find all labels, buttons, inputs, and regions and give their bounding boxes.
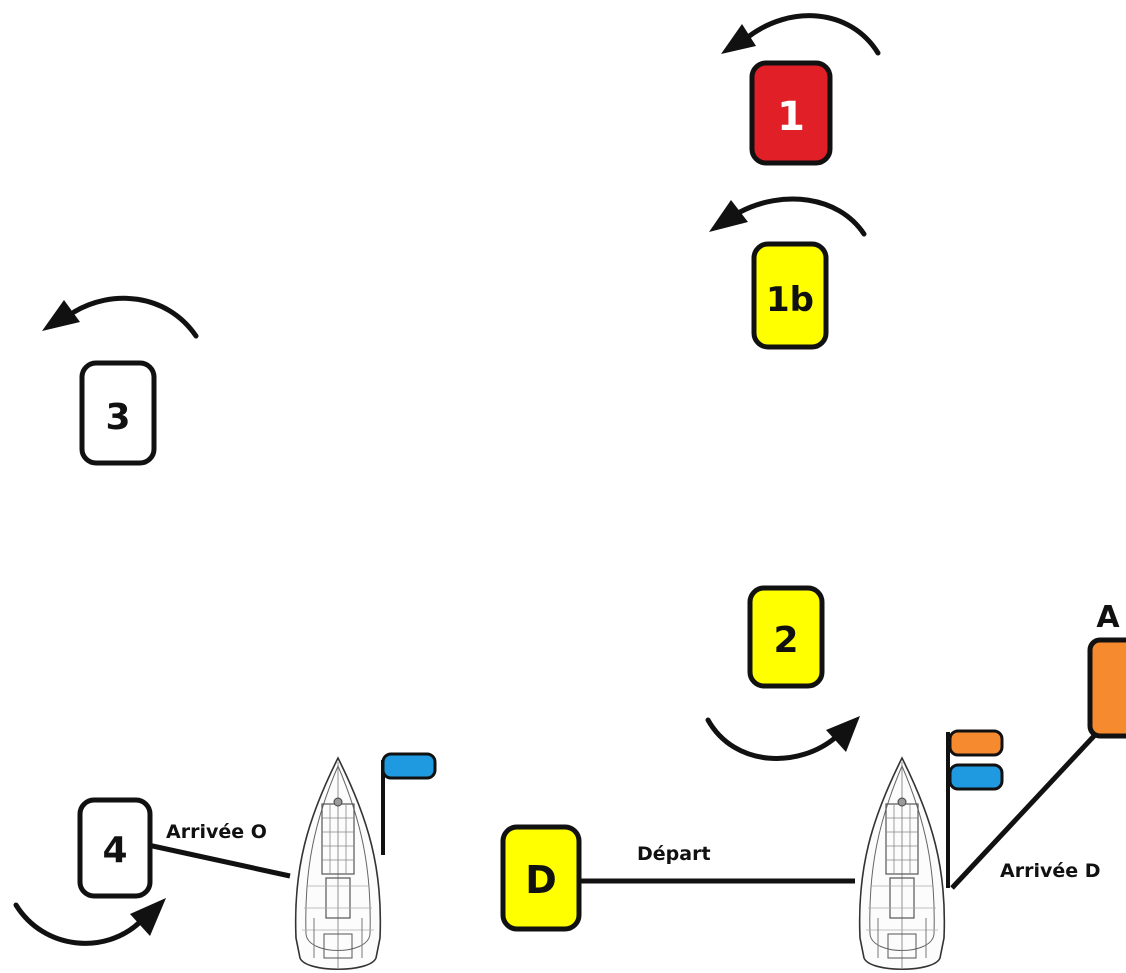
mark-4-body: [77, 797, 153, 899]
finish-line-d: [950, 734, 1096, 890]
label-arrivee-o: Arrivée O: [166, 821, 267, 843]
mark-1b: 1b: [751, 241, 829, 350]
committee-boat-left: [294, 757, 382, 971]
curved-arrow-icon: [709, 200, 748, 232]
flag-icon: [381, 752, 437, 780]
committee-boat-right: [858, 757, 946, 971]
mark-a-label: A: [1096, 600, 1120, 635]
rounding-arrow-mark-2: [705, 716, 860, 761]
mark-d-label: D: [525, 858, 557, 902]
mark-1-body: [749, 60, 833, 166]
mark-4: 4: [77, 797, 153, 899]
mark-2: 2: [747, 585, 825, 689]
sailboat-icon: [294, 757, 382, 971]
curved-arrow-icon: [826, 716, 860, 752]
mark-d: D: [500, 824, 582, 932]
flag-left: [381, 752, 437, 855]
mark-3: 3: [79, 360, 157, 466]
flag-icon: [948, 763, 1004, 791]
mark-1: 1: [749, 60, 833, 166]
rounding-arrow-mark-1b: [709, 196, 867, 237]
flag-icon: [948, 729, 1004, 757]
mark-2-label: 2: [773, 620, 798, 661]
curved-arrow-icon: [721, 24, 756, 54]
curved-arrow-icon: [42, 300, 80, 331]
mark-a: A: [1087, 600, 1126, 739]
mark-3-body: [79, 360, 157, 466]
rounding-arrow-mark-4: [13, 898, 166, 946]
mark-3-label: 3: [105, 397, 130, 438]
curved-arrow-icon: [130, 898, 166, 936]
mark-2-body: [747, 585, 825, 689]
finish-line-o: [147, 842, 291, 879]
rounding-arrow-mark-1: [721, 13, 881, 56]
mark-d-body: [500, 824, 582, 932]
sailboat-icon: [858, 757, 946, 971]
mark-1b-label: 1b: [766, 280, 814, 320]
label-arrivee-d: Arrivée D: [1000, 860, 1101, 882]
mark-1-label: 1: [777, 94, 805, 140]
mark-1b-body: [751, 241, 829, 350]
rounding-arrow-mark-3: [42, 295, 199, 339]
mark-4-label: 4: [102, 830, 127, 871]
label-depart: Départ: [637, 843, 711, 865]
flag-right: [946, 729, 1004, 888]
mark-a-body: [1087, 637, 1126, 739]
